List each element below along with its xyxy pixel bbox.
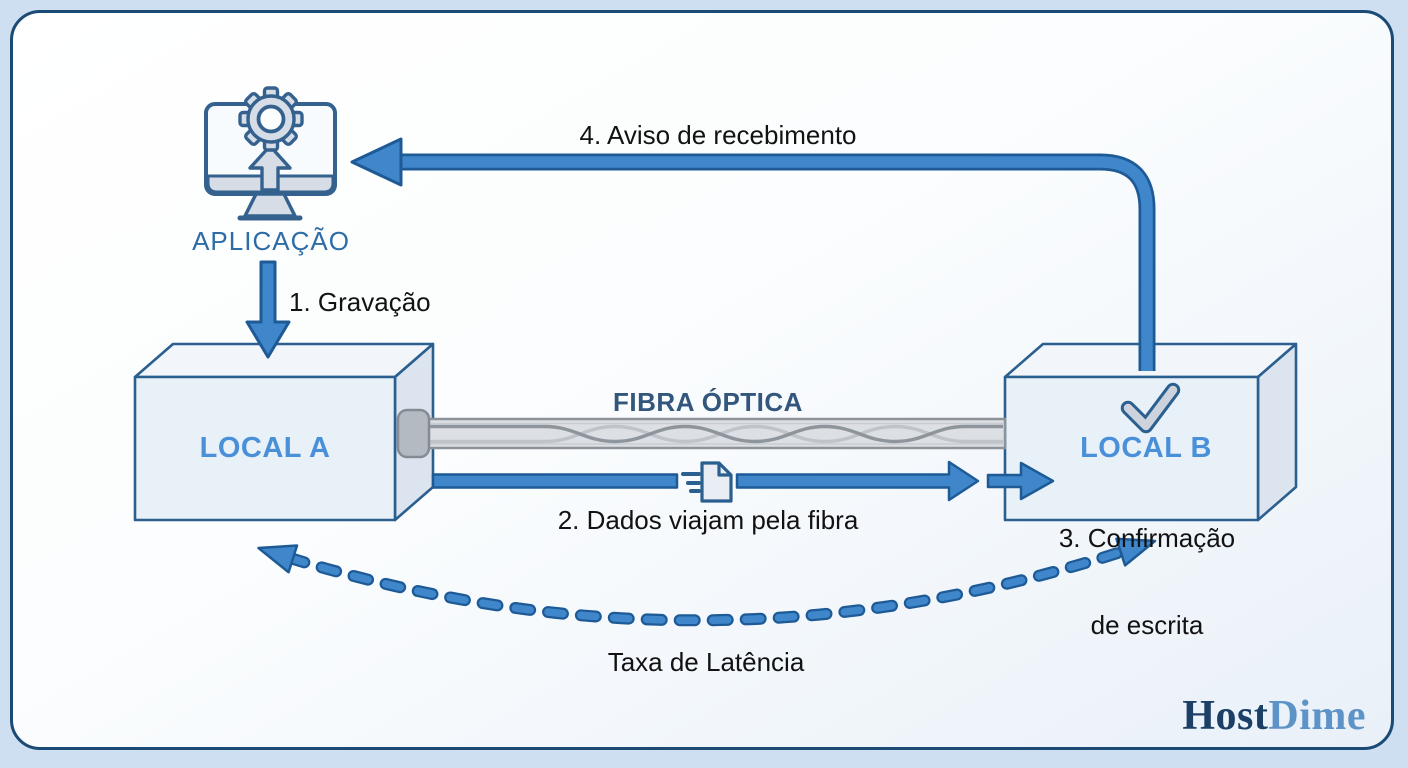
step3-line2: de escrita: [1090, 610, 1204, 640]
local-b-label: LOCAL B: [1080, 432, 1212, 464]
step3-label: 3. Confirmação de escrita: [1059, 466, 1235, 698]
logo-dime-part: Dime: [1268, 693, 1366, 739]
upload-arrow-icon: [248, 144, 292, 192]
check-icon: [1120, 382, 1181, 434]
step4-label: 4. Aviso de recebimento: [579, 120, 857, 150]
application-label: APLICAÇÃO: [192, 226, 350, 256]
document-icon: [700, 461, 733, 503]
monitor-stand: [243, 192, 297, 218]
step1-label: 1. Gravação: [289, 287, 431, 317]
speed-lines-icon: [681, 472, 701, 493]
ack-return-arrow: [350, 137, 1156, 371]
write-confirm-arrow: [986, 461, 1055, 501]
logo-host-part: Host: [1182, 693, 1269, 739]
step3-line1: 3. Confirmação: [1058, 523, 1236, 553]
ack-arrowhead: [350, 137, 403, 187]
local-a-label: LOCAL A: [199, 432, 331, 464]
local-b-box: [1003, 342, 1298, 522]
data-transfer-arrow: [431, 460, 1055, 502]
local-a-box: [133, 342, 435, 522]
hostdime-logo: HostDime: [1182, 692, 1366, 740]
latency-label: Taxa de Latência: [607, 647, 805, 677]
latency-arc: [257, 537, 1157, 627]
fiber-connector: [396, 408, 431, 459]
fiber-optic-label: FIBRA ÓPTICA: [613, 387, 803, 417]
latency-arrowhead-right: [1115, 537, 1157, 567]
fiber-cable: [396, 408, 1007, 459]
monitor-icon: [204, 86, 337, 221]
latency-arrowhead-left: [257, 544, 299, 574]
write-arrow: [245, 260, 291, 359]
gear-icon: [238, 86, 304, 152]
step2-label: 2. Dados viajam pela fibra: [557, 505, 859, 535]
